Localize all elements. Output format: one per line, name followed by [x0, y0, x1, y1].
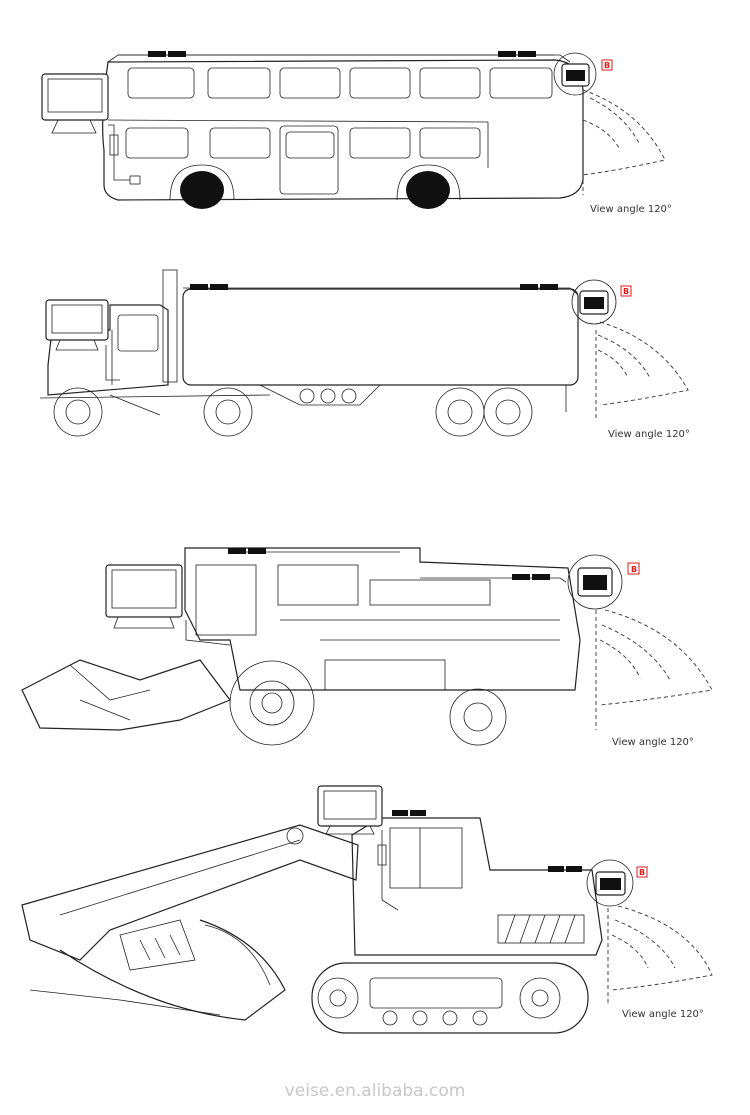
harvester-wheels [229, 660, 507, 746]
bus-door [279, 125, 339, 195]
bus-view-angle-label: View angle 120° [590, 204, 672, 215]
truck-trailer [182, 288, 579, 412]
bus-wheels [169, 164, 461, 209]
truck-cable [105, 284, 579, 381]
harvester-camera-badge: B [631, 565, 637, 574]
bus-camera: B [553, 52, 613, 96]
truck-camera-badge: B [623, 287, 629, 296]
truck-camera: B [571, 279, 632, 325]
harvester-panel: B View angle 120° [21, 547, 713, 748]
bus-upper-windows [127, 67, 553, 99]
bus-monitor [41, 73, 109, 134]
truck-panel: B View angle 120° [39, 269, 690, 440]
bus-lower-windows [125, 127, 481, 159]
watermark-text: veise.en.alibaba.com [285, 1081, 466, 1101]
harvester-view-angle-arcs [595, 609, 713, 730]
harvester-monitor [105, 564, 183, 629]
excavator-cable [377, 810, 582, 911]
excavator-camera: B [586, 859, 648, 907]
truck-view-angle-label: View angle 120° [608, 429, 690, 440]
harvester-camera: B [567, 554, 640, 610]
excavator-camera-badge: B [639, 868, 645, 877]
excavator-monitor [317, 785, 383, 835]
excavator-cab [351, 817, 603, 956]
bus-panel: B View angle 120° [41, 51, 672, 215]
harvester-header [21, 659, 231, 731]
excavator-tracks [311, 962, 589, 1034]
harvester-view-angle-label: View angle 120° [612, 737, 694, 748]
truck-wheels [53, 387, 533, 437]
truck-cab [39, 269, 271, 416]
truck-monitor [45, 299, 109, 351]
harvester-body [184, 547, 581, 691]
excavator-boom [21, 824, 359, 971]
excavator-view-angle-arcs [607, 905, 713, 1005]
bus-camera-badge: B [604, 61, 610, 70]
excavator-view-angle-label: View angle 120° [622, 1009, 704, 1020]
bus-cable [108, 51, 571, 185]
excavator-bucket [29, 919, 286, 1021]
truck-view-angle-arcs [595, 321, 689, 420]
harvester-cable [185, 548, 567, 646]
bus-view-angle-arcs [582, 89, 666, 195]
excavator-panel: B View angle 120° [21, 785, 713, 1034]
